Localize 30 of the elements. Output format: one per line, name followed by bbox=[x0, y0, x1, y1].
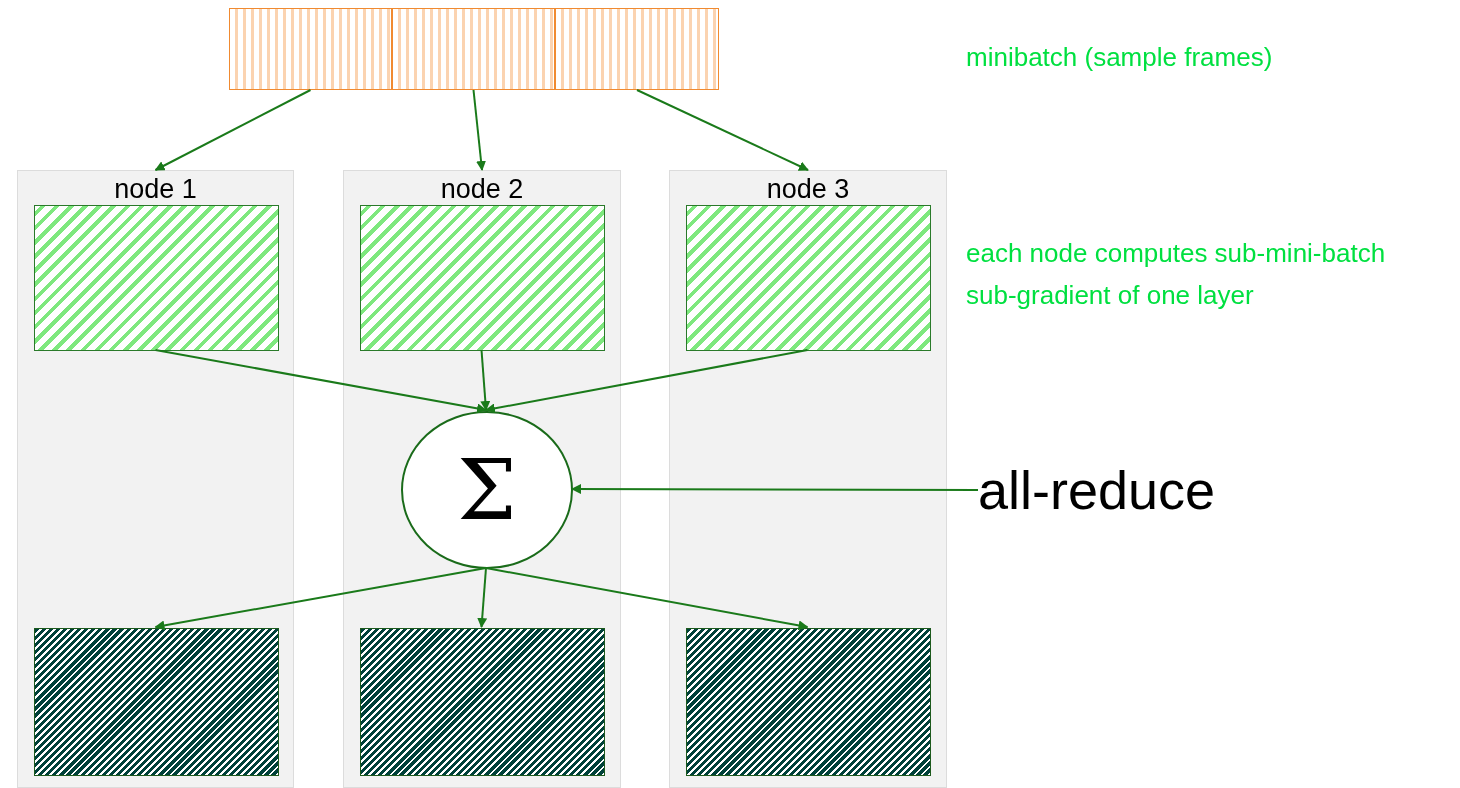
reduced-gradient-block bbox=[360, 628, 605, 776]
minibatch-segment bbox=[392, 8, 555, 90]
node-heading: node 2 bbox=[439, 173, 525, 205]
sigma-symbol: Σ bbox=[457, 448, 517, 532]
node-heading: node 1 bbox=[113, 173, 198, 205]
reduced-gradient-block bbox=[686, 628, 931, 776]
sub-gradient-block bbox=[360, 205, 605, 351]
arrow bbox=[485, 567, 809, 631]
minibatch-segment bbox=[229, 8, 392, 90]
arrow bbox=[571, 484, 979, 494]
node-panel bbox=[669, 170, 947, 788]
arrow bbox=[480, 349, 491, 411]
arrow bbox=[477, 567, 488, 628]
arrow bbox=[154, 349, 487, 414]
minibatch-segment bbox=[555, 8, 719, 90]
reduced-gradient-block bbox=[34, 628, 279, 776]
node-panel bbox=[17, 170, 294, 788]
operation-label: all-reduce bbox=[978, 455, 1278, 525]
sub-gradient-block bbox=[34, 205, 279, 351]
annotation-text: minibatch (sample frames) bbox=[966, 41, 1274, 74]
arrow bbox=[154, 89, 312, 171]
node-panel bbox=[343, 170, 621, 788]
arrow bbox=[485, 349, 809, 414]
arrow bbox=[636, 89, 809, 171]
sub-gradient-block bbox=[686, 205, 931, 351]
annotation-text: each node computes sub-mini-batch sub-gradient of one layer bbox=[966, 237, 1386, 312]
sum-circle bbox=[401, 411, 573, 569]
arrow bbox=[472, 89, 486, 171]
node-heading: node 3 bbox=[765, 173, 851, 205]
arrow bbox=[154, 567, 487, 631]
